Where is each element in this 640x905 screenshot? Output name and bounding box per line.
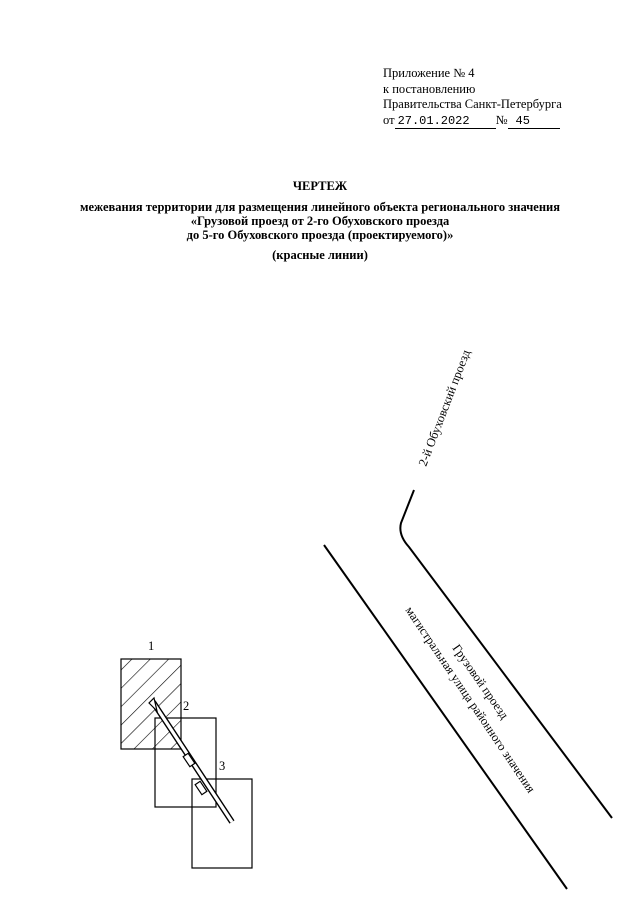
title-line-1: межевания территории для размещения лине… [79, 200, 561, 214]
red-line-lower [323, 544, 568, 890]
date-prefix: от [383, 112, 395, 127]
title-note: (красные линии) [272, 248, 368, 262]
sheet-label-3: 3 [219, 759, 225, 773]
appendix-header: Приложение № 4 к постановлению Правитель… [383, 66, 562, 129]
date-value: 27.01.2022 [394, 114, 496, 129]
title-line-3: до 5-го Обуховского проезда (проектируем… [186, 228, 454, 242]
appendix-resolution: к постановлению [383, 81, 476, 96]
number-value: 45 [507, 114, 560, 129]
appendix-number: Приложение № 4 [383, 66, 475, 80]
sheet-label-1: 1 [148, 639, 154, 653]
appendix-government: Правительства Санкт-Петербурга [383, 97, 562, 111]
street-label-top: 2-й Обуховский проезд [416, 347, 474, 468]
sheet-label-2: 2 [183, 699, 189, 713]
title-heading: ЧЕРТЕЖ [292, 179, 348, 193]
red-line-upper [399, 489, 613, 819]
document-title: ЧЕРТЕЖ межевания территории для размещен… [0, 179, 640, 262]
sheet-frame-3 [191, 778, 253, 869]
sheet-frame-2 [154, 717, 217, 808]
street-label-class: магистральная улица районного значения [403, 604, 539, 796]
object-axis [148, 696, 235, 824]
title-line-2: «Грузовой проезд от 2-го Обуховского про… [190, 214, 450, 228]
number-prefix: № [495, 112, 508, 127]
